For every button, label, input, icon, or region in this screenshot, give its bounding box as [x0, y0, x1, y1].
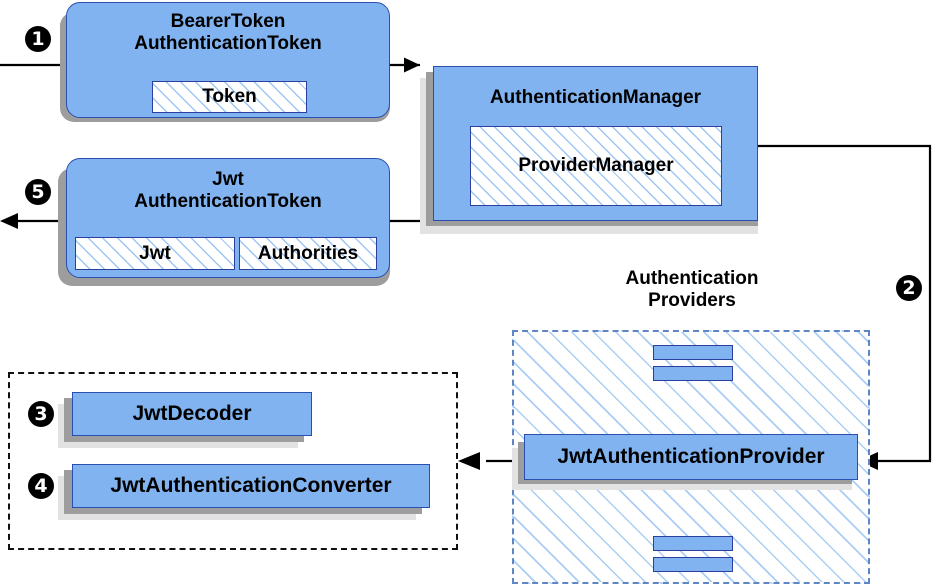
step-bullet-5: 5	[25, 179, 51, 205]
step-bullet-3-label: 3	[34, 403, 48, 425]
step-bullet-4-label: 4	[34, 475, 48, 497]
jwt-authentication-provider-card[interactable]: JwtAuthenticationProvider	[524, 434, 858, 480]
bearer-token-inner-token-label: Token	[202, 86, 257, 107]
providers-caption-line2: Providers	[648, 290, 736, 312]
jwt-token-title-line1: Jwt	[212, 169, 244, 190]
step-bullet-1: 1	[25, 26, 51, 52]
jwt-authentication-converter-card[interactable]: JwtAuthenticationConverter	[72, 464, 430, 508]
jwt-decoder-label: JwtDecoder	[132, 402, 252, 425]
jwt-token-inner-jwt-label: Jwt	[139, 242, 171, 264]
authentication-manager-card[interactable]: AuthenticationManager ProviderManager	[433, 66, 758, 221]
arrowhead-response-out	[0, 213, 18, 229]
jwt-token-inner-jwt[interactable]: Jwt	[75, 237, 235, 270]
step-bullet-1-label: 1	[31, 28, 45, 50]
step-bullet-5-label: 5	[31, 181, 45, 203]
arrowhead-to-manager	[404, 57, 420, 73]
bearer-token-card[interactable]: BearerToken AuthenticationToken Token	[66, 2, 390, 118]
providers-caption: Authentication Providers	[512, 268, 872, 313]
jwt-token-title-line2: AuthenticationToken	[134, 191, 322, 212]
wire-manager-to-provider	[758, 144, 932, 463]
authentication-manager-title: AuthenticationManager	[489, 87, 702, 108]
step-bullet-2: 2	[896, 275, 922, 301]
step-bullet-4: 4	[28, 473, 54, 499]
provider-slot-top-1[interactable]	[653, 345, 733, 360]
step-bullet-3: 3	[28, 401, 54, 427]
authentication-manager-inner-provider-manager[interactable]: ProviderManager	[470, 126, 722, 206]
provider-slot-top-2[interactable]	[653, 366, 733, 381]
jwt-authentication-provider-label: JwtAuthenticationProvider	[557, 445, 825, 468]
jwt-token-card[interactable]: Jwt AuthenticationToken Jwt Authorities	[66, 158, 390, 278]
jwt-support-group	[8, 372, 458, 550]
arrowhead-to-support	[458, 452, 480, 470]
provider-slot-bottom-1[interactable]	[653, 536, 733, 551]
jwt-decoder-card[interactable]: JwtDecoder	[72, 392, 312, 436]
authentication-manager-inner-provider-manager-label: ProviderManager	[518, 155, 674, 176]
jwt-token-inner-authorities-label: Authorities	[257, 242, 359, 264]
jwt-authentication-converter-label: JwtAuthenticationConverter	[110, 474, 392, 497]
providers-caption-line1: Authentication	[625, 268, 759, 289]
bearer-token-inner-token[interactable]: Token	[152, 81, 307, 113]
jwt-token-inner-authorities[interactable]: Authorities	[239, 237, 377, 270]
bearer-token-title-line2: AuthenticationToken	[134, 33, 322, 54]
step-bullet-2-label: 2	[902, 277, 916, 299]
provider-slot-bottom-2[interactable]	[653, 557, 733, 572]
bearer-token-title-line1: BearerToken	[170, 11, 286, 32]
